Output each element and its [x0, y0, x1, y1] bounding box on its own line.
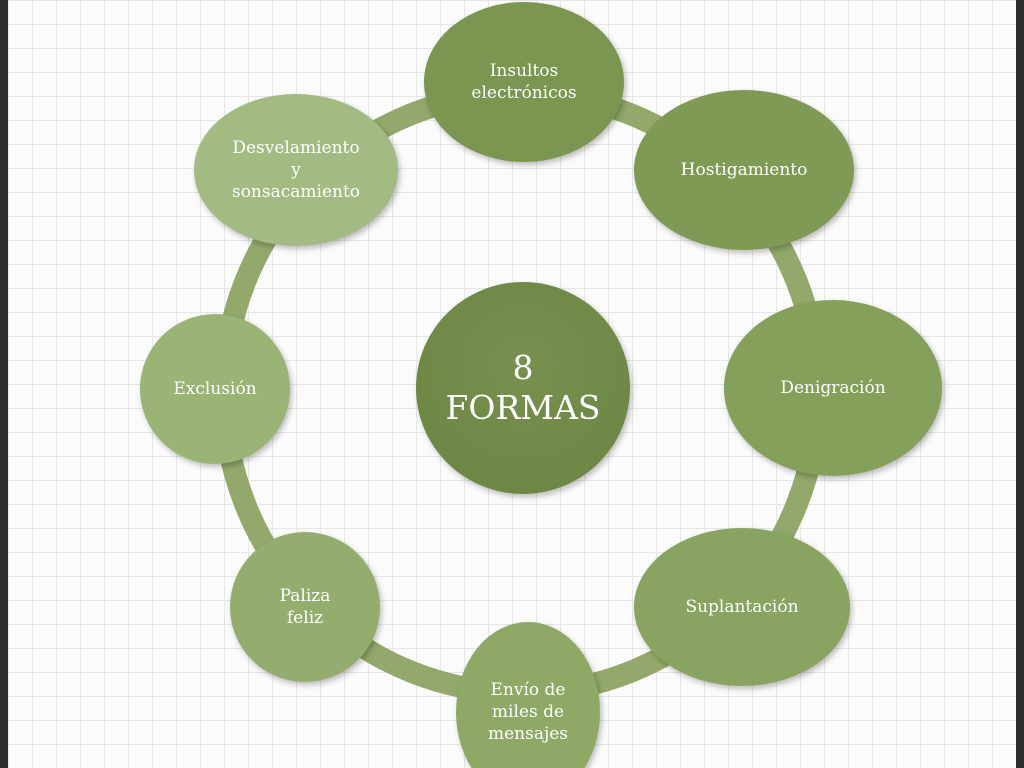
center-node: 8 FORMAS — [416, 282, 630, 494]
node-label: Desvelamiento y sonsacamiento — [231, 138, 361, 202]
node-label: Suplantación — [685, 597, 799, 617]
left-frame-edge — [0, 0, 8, 768]
node-label: Insultos electrónicos — [471, 61, 577, 103]
node-paliza-feliz: Paliza feliz — [230, 532, 380, 682]
node-desvelamiento-y-sonsacamiento: Desvelamiento y sonsacamiento — [194, 94, 398, 246]
node-envio-de-miles-de-mensajes: Envío de miles de mensajes — [456, 622, 600, 768]
right-frame-edge — [1016, 0, 1024, 768]
node-label: Envío de miles de mensajes — [487, 680, 569, 744]
node-label: Denigración — [780, 378, 886, 398]
node-denigracion: Denigración — [724, 300, 942, 476]
slide-canvas: Insultos electrónicos Hostigamiento Deni… — [8, 0, 1016, 768]
node-label: Hostigamiento — [680, 160, 808, 180]
center-label: 8 FORMAS — [445, 348, 601, 427]
node-label: Exclusión — [173, 379, 257, 399]
node-label: Paliza feliz — [279, 586, 331, 628]
node-insultos-electronicos: Insultos electrónicos — [424, 2, 624, 162]
node-hostigamiento: Hostigamiento — [634, 90, 854, 250]
node-exclusion: Exclusión — [140, 314, 290, 464]
node-suplantacion: Suplantación — [634, 528, 850, 686]
